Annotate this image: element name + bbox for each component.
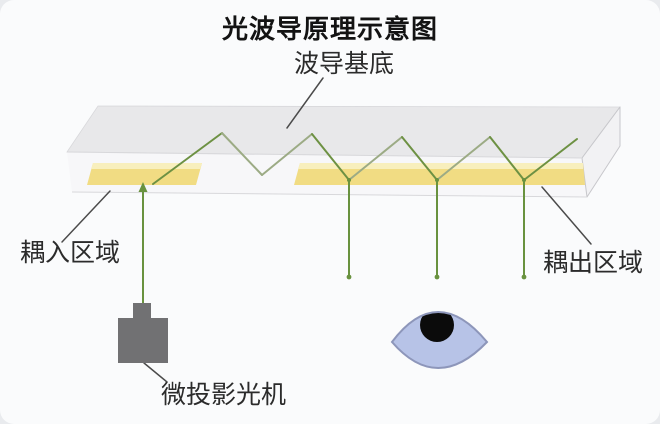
ray-segment: [436, 136, 491, 181]
eye-outline: [390, 311, 489, 369]
eye-pupil: [420, 312, 454, 342]
slab-front-top-edge: [66, 151, 583, 159]
ray-segment: [401, 136, 438, 181]
pointer-line-in-coupling: [61, 190, 111, 243]
pointer-lines: [61, 77, 592, 383]
ray-segment: [152, 132, 223, 185]
slab-end-face: [581, 106, 621, 198]
projector-icon: [118, 303, 168, 363]
eye-icon: [390, 311, 489, 369]
label-out-coupling-area: 耦出区域: [543, 250, 644, 277]
in-coupling-ray: [138, 182, 148, 303]
pointer-line-substrate: [286, 77, 324, 129]
in-ray-arrowhead: [138, 182, 148, 192]
ray-segment: [311, 133, 350, 181]
ray-segment: [489, 136, 525, 181]
slab-top-face: [66, 105, 621, 159]
slab-front-bottom-edge: [71, 191, 588, 198]
light-ray-zigzag: [152, 132, 578, 185]
out-coupled-rays: [346, 180, 527, 280]
label-waveguide-substrate: 波导基底: [294, 51, 395, 78]
diagram-title: 光波导原理示意图: [221, 14, 438, 44]
ray-segment: [348, 136, 403, 181]
in-coupling-grating-highlight: [91, 163, 202, 169]
out-ray-tip: [434, 274, 440, 280]
ray-segment: [523, 138, 578, 181]
ray-segment: [221, 132, 263, 176]
label-in-coupling-area: 耦入区域: [20, 240, 121, 267]
projector-lens-mount: [133, 303, 151, 319]
projector-body: [118, 318, 168, 363]
pointer-line-out-coupling: [541, 186, 592, 245]
out-ray-tip: [521, 274, 527, 280]
pointer-line-projector: [143, 362, 168, 383]
ray-segment: [261, 133, 313, 176]
label-micro-projector: 微投影光机: [161, 382, 287, 409]
in-coupling-grating: [87, 163, 202, 185]
out-ray-tip: [346, 274, 352, 280]
